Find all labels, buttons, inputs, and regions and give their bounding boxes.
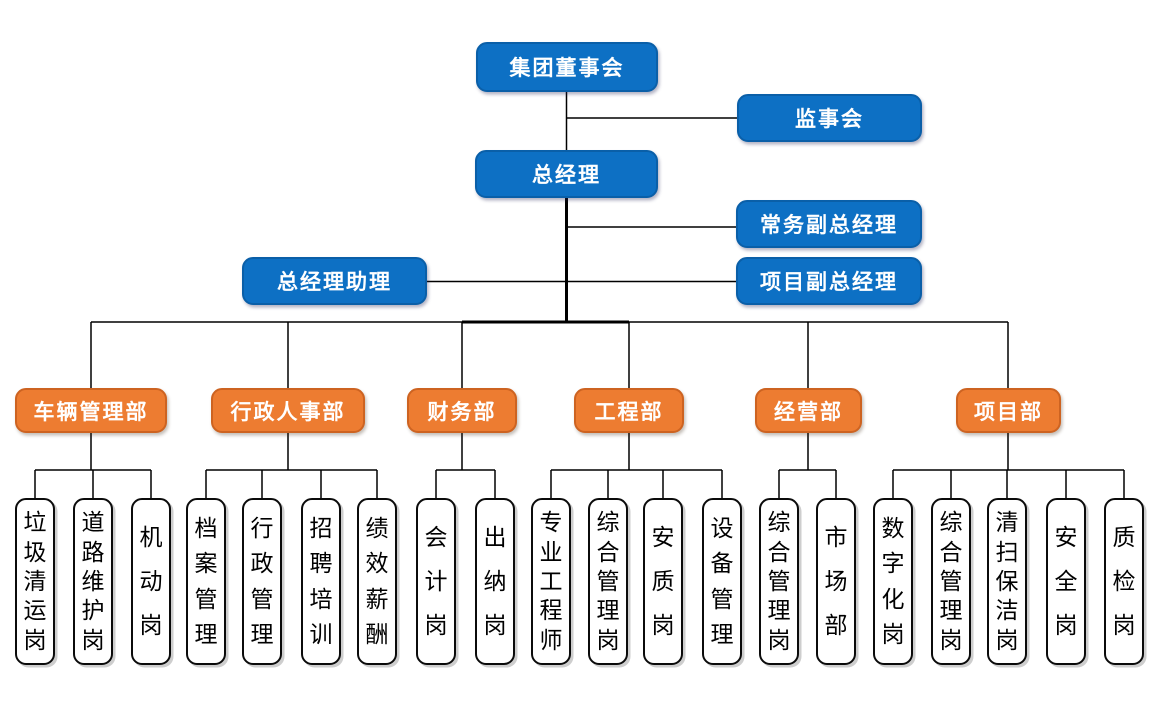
post-general-management-project: 综合管理岗 bbox=[931, 498, 971, 665]
post-recruitment-training: 招聘培训 bbox=[301, 498, 341, 665]
post-road-maintenance: 道路维护岗 bbox=[73, 498, 113, 665]
post-archives-management: 档案管理 bbox=[186, 498, 226, 665]
post-digitalization: 数字化岗 bbox=[873, 498, 913, 665]
node-supervisory-board: 监事会 bbox=[737, 94, 922, 142]
dept-operations: 经营部 bbox=[755, 388, 862, 433]
post-safety: 安全岗 bbox=[1046, 498, 1086, 665]
node-gm-assistant: 总经理助理 bbox=[242, 257, 427, 305]
post-market: 市场部 bbox=[816, 498, 856, 665]
post-general-management-operations: 综合管理岗 bbox=[759, 498, 799, 665]
post-general-management-engineering: 综合管理岗 bbox=[588, 498, 628, 665]
node-group-board: 集团董事会 bbox=[476, 42, 658, 92]
post-mobile-duty: 机动岗 bbox=[131, 498, 171, 665]
post-cleaning: 清扫保洁岗 bbox=[987, 498, 1027, 665]
post-professional-engineer: 专业工程师 bbox=[531, 498, 571, 665]
dept-vehicle-management: 车辆管理部 bbox=[15, 388, 167, 433]
dept-admin-hr: 行政人事部 bbox=[211, 388, 365, 433]
node-project-deputy-gm: 项目副总经理 bbox=[736, 257, 922, 305]
post-admin-management: 行政管理 bbox=[242, 498, 282, 665]
post-quality-inspection: 质检岗 bbox=[1104, 498, 1144, 665]
node-general-manager: 总经理 bbox=[475, 150, 658, 198]
post-garbage-collection: 垃圾清运岗 bbox=[15, 498, 55, 665]
post-equipment-management: 设备管理 bbox=[702, 498, 742, 665]
post-performance-compensation: 绩效薪酬 bbox=[357, 498, 397, 665]
post-accountant: 会计岗 bbox=[416, 498, 456, 665]
dept-finance: 财务部 bbox=[407, 388, 517, 433]
post-safety-quality: 安质岗 bbox=[643, 498, 683, 665]
dept-engineering: 工程部 bbox=[574, 388, 684, 433]
dept-project: 项目部 bbox=[956, 388, 1061, 433]
node-executive-deputy-gm: 常务副总经理 bbox=[736, 200, 922, 248]
post-cashier: 出纳岗 bbox=[475, 498, 515, 665]
connector-group bbox=[34, 92, 1125, 499]
